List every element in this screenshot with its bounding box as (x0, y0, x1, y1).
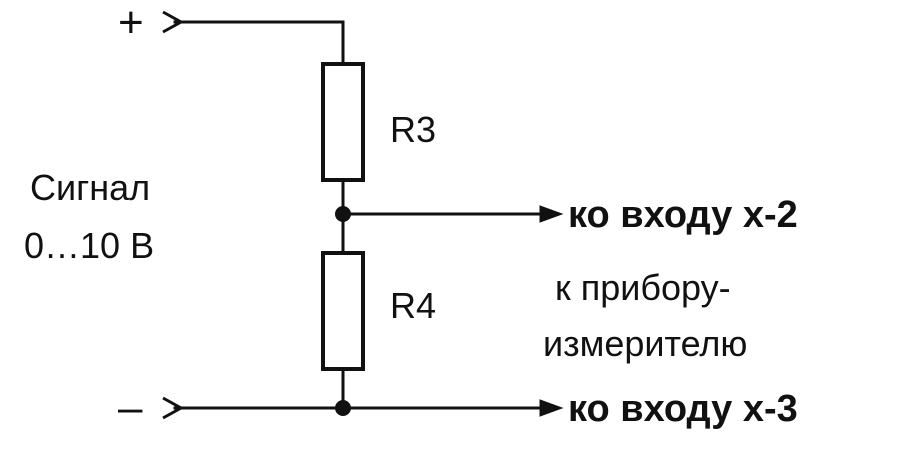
signal-label-line1: Сигнал (30, 167, 150, 208)
resistor-r3 (321, 62, 365, 182)
output-lower-label: ко входу х-3 (568, 388, 798, 430)
arrowhead-upper (539, 205, 564, 223)
resistor-r4-label: R4 (390, 285, 436, 326)
terminal-chevron-plus (162, 10, 185, 34)
resistor-r3-label: R3 (390, 109, 436, 150)
wire-plus-to-r3 (173, 20, 345, 66)
signal-label-line2: 0…10 В (24, 225, 154, 266)
terminal-minus-label: – (118, 383, 143, 432)
junction-node-lower (335, 400, 351, 416)
terminal-plus-label: + (118, 0, 144, 47)
output-upper-label: ко входу х-2 (568, 194, 798, 236)
arrowhead-lower (539, 399, 564, 417)
note-label-line1: к прибору- (555, 267, 731, 308)
note-label-line2: измерителю (543, 323, 747, 364)
resistor-r4 (321, 251, 365, 371)
terminal-chevron-minus (162, 396, 185, 420)
